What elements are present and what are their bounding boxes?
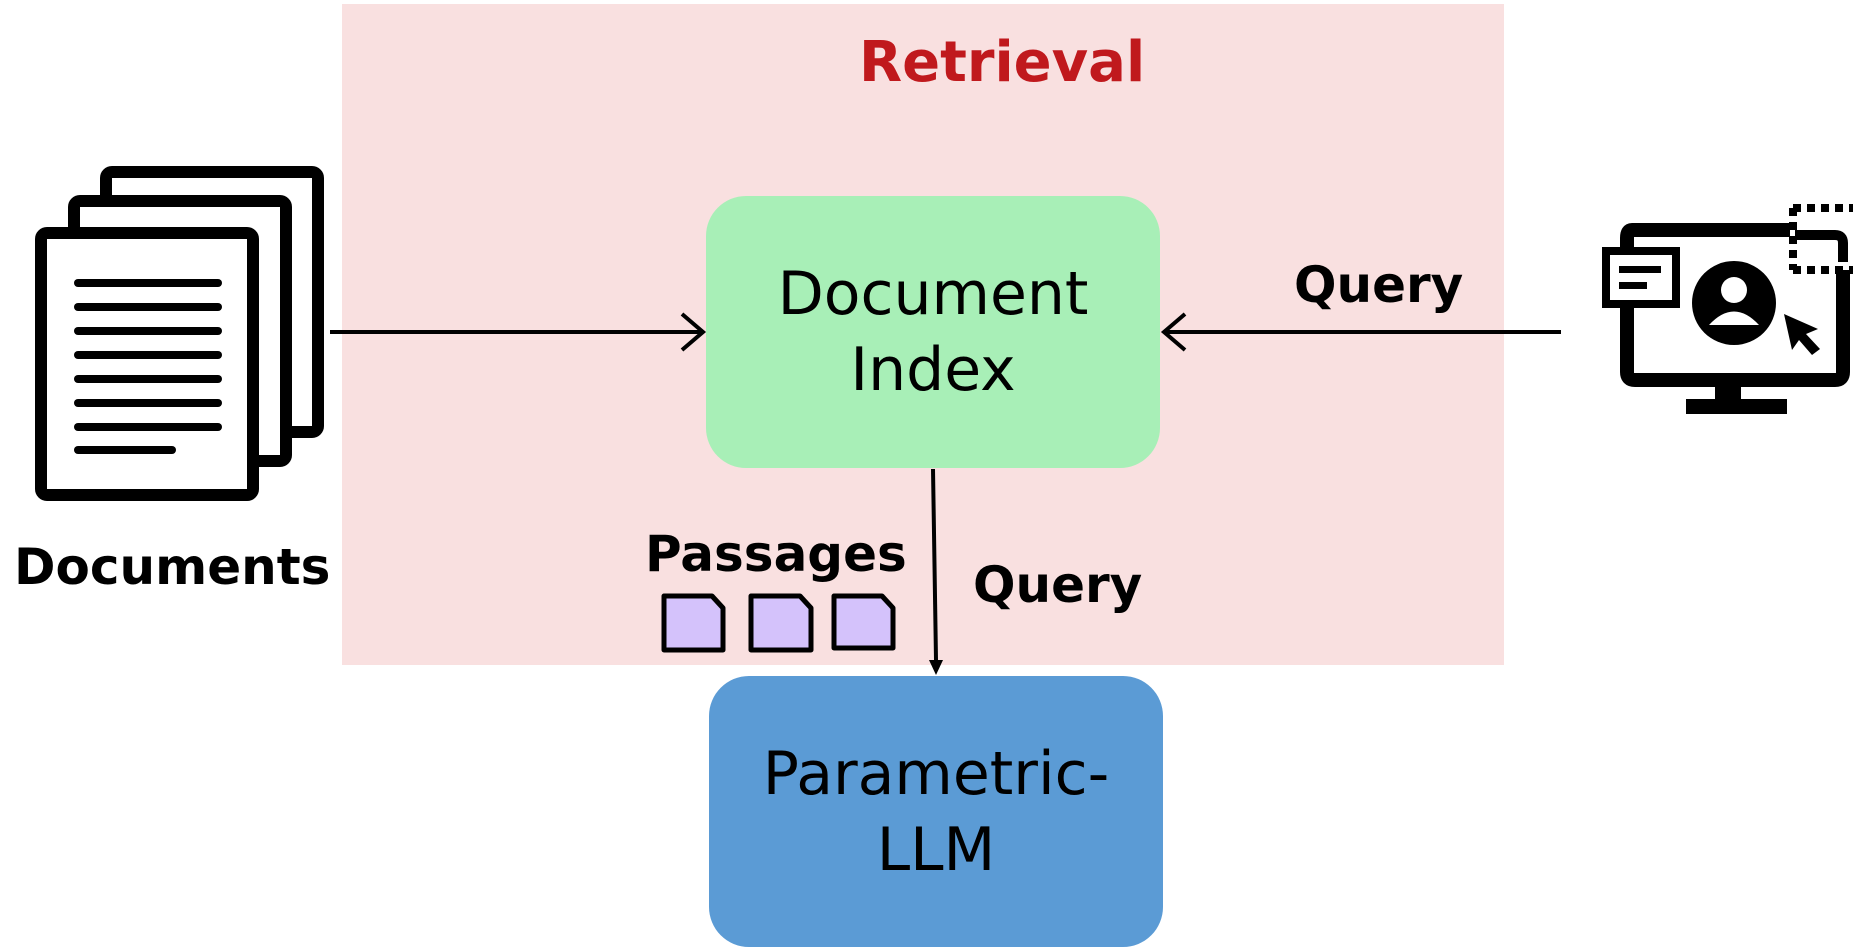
document-index-label-line1: Document [777, 259, 1089, 329]
parametric-llm-label-line2: LLM [876, 814, 996, 885]
query-user-label: Query [1294, 256, 1464, 314]
passages-label: Passages [645, 525, 907, 583]
document-index-label-line2: Index [850, 335, 1016, 405]
documents-label: Documents [14, 538, 331, 596]
document-stack-icon [35, 166, 324, 501]
index-to-llm-arrow [929, 468, 943, 675]
passage-icon [831, 593, 896, 651]
query-llm-label: Query [973, 556, 1143, 614]
passage-icon [748, 593, 814, 653]
retrieval-title: Retrieval [859, 30, 1146, 95]
parametric-llm-node: Parametric- LLM [709, 676, 1163, 947]
passage-icon [661, 593, 726, 653]
document-index-node: Document Index [706, 196, 1160, 468]
computer-user-icon [1602, 204, 1853, 414]
documents-to-index-arrow [330, 312, 707, 352]
query-to-index-arrow [1160, 312, 1561, 352]
parametric-llm-label-line1: Parametric- [762, 738, 1110, 809]
